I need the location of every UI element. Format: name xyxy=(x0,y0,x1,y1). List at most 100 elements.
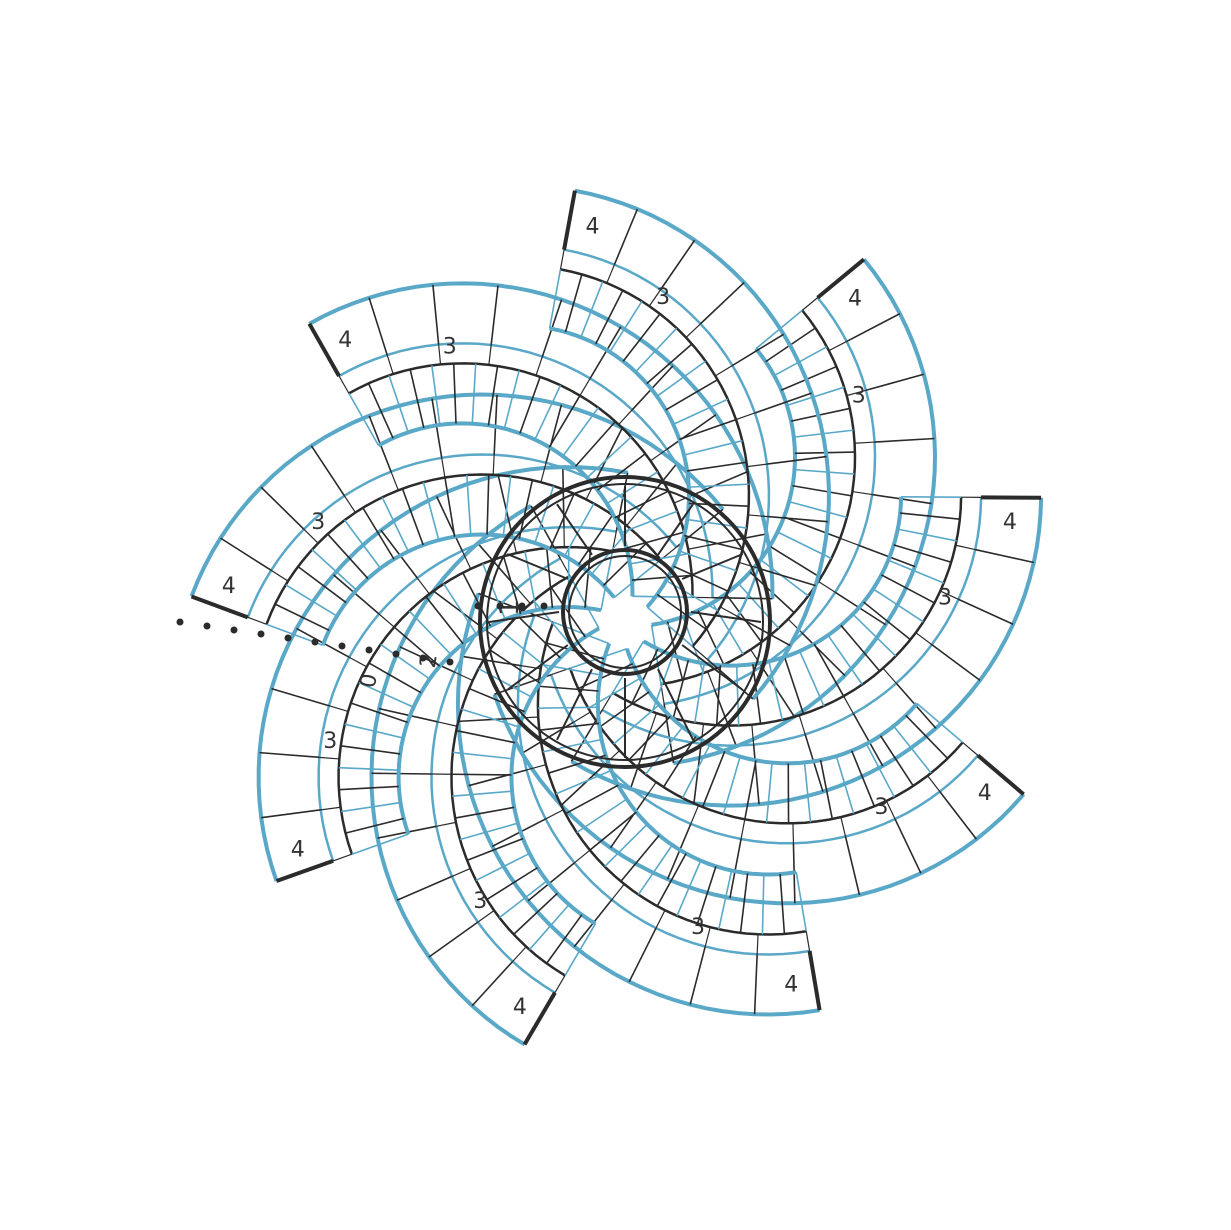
chain-connector xyxy=(757,934,758,954)
chain-connector xyxy=(333,854,352,861)
stitch-row4 xyxy=(469,770,527,786)
chain-dot xyxy=(258,631,265,638)
stitch-row3 xyxy=(762,874,763,934)
stitch-row4 xyxy=(271,689,329,706)
stitch-row3 xyxy=(445,478,455,537)
chain-connector xyxy=(715,365,732,375)
stitch-row3 xyxy=(789,502,847,518)
stitch-row3 xyxy=(795,470,855,474)
spiral-arm: 34 xyxy=(494,649,1023,904)
chain-dot xyxy=(497,603,504,610)
stitch-row3 xyxy=(767,763,772,823)
chain-connector xyxy=(806,931,809,951)
inner-ring-inner-line xyxy=(569,556,681,668)
arm-end-cap xyxy=(277,861,334,881)
stitch-row4 xyxy=(590,327,621,379)
chain-connector xyxy=(439,344,441,364)
stitch-row3 xyxy=(452,791,512,796)
stitch-row4 xyxy=(846,837,860,895)
chain-connector xyxy=(339,376,349,393)
chain-connector xyxy=(541,463,546,482)
stitch-row3 xyxy=(467,839,523,861)
chain-connector xyxy=(271,570,288,581)
stitch-row3 xyxy=(547,548,553,608)
row4-label: 4 xyxy=(978,781,992,806)
chain-dot xyxy=(541,603,548,610)
row3-label: 3 xyxy=(473,889,487,914)
stitch-row4 xyxy=(959,599,1014,624)
chain-connector xyxy=(855,442,875,443)
stitch-row4 xyxy=(614,209,637,264)
chain-dot xyxy=(366,647,373,654)
chain-connector xyxy=(248,617,267,624)
chain-connector xyxy=(818,581,835,592)
chain-connector xyxy=(799,715,805,734)
stitch-row4 xyxy=(895,819,921,873)
stitch-row4 xyxy=(940,792,977,840)
stitch-row3 xyxy=(341,746,400,754)
chain-connector xyxy=(612,884,624,900)
stitch-row4 xyxy=(311,446,344,496)
stitch-row3 xyxy=(504,370,519,428)
stitch-row3 xyxy=(409,611,451,654)
chain-connector xyxy=(560,250,564,270)
row3-label: 3 xyxy=(691,915,705,940)
chain-connector xyxy=(329,706,348,712)
row3-label: 3 xyxy=(323,729,337,754)
chain-connector xyxy=(436,822,456,826)
row3-label: 3 xyxy=(443,335,457,360)
chain-connector xyxy=(686,324,701,338)
stitch-row3 xyxy=(339,768,399,770)
chain-dot xyxy=(312,639,319,646)
stitch-row4 xyxy=(758,568,815,585)
stitch-row4 xyxy=(730,839,741,898)
stitch-row4 xyxy=(561,764,605,805)
stitch-row4 xyxy=(472,961,513,1005)
chain-connector xyxy=(489,345,491,365)
stitch-row4 xyxy=(755,954,758,1014)
row3-label: 3 xyxy=(656,285,670,310)
stitch-row4 xyxy=(629,928,656,982)
stitch-row4 xyxy=(458,718,518,721)
chain-dot xyxy=(475,603,482,610)
stitch-row4 xyxy=(260,753,320,758)
chain-connector xyxy=(852,492,872,495)
chain-dot xyxy=(285,635,292,642)
stitch-row3 xyxy=(673,660,688,718)
stitch-row4 xyxy=(221,538,272,570)
spiral-arm: 34 xyxy=(550,191,829,699)
chain-connector xyxy=(748,515,768,517)
row4-label: 4 xyxy=(513,995,527,1020)
stitch-row3 xyxy=(556,771,611,794)
stitch-row4 xyxy=(371,773,431,774)
chain-connector xyxy=(656,910,665,928)
chain-connector xyxy=(580,378,590,395)
chain-connector xyxy=(708,672,715,691)
chain-connector xyxy=(319,757,339,759)
stitch-row4 xyxy=(712,598,772,599)
chain-connector xyxy=(829,341,847,350)
stitch-row3 xyxy=(841,625,880,671)
row4-label: 4 xyxy=(848,286,862,311)
stitch-row3 xyxy=(349,393,379,445)
chain-connector xyxy=(573,712,590,722)
stitch-row3 xyxy=(451,774,511,775)
stitch-row4 xyxy=(853,714,882,766)
chain-connector xyxy=(442,458,445,478)
chain-connector xyxy=(691,805,699,823)
chain-connector xyxy=(607,265,615,283)
chain-connector xyxy=(391,472,398,491)
row4-label: 4 xyxy=(291,838,305,863)
chain-connector xyxy=(916,633,932,645)
chain-dot xyxy=(420,655,427,662)
chain-connector xyxy=(574,850,589,863)
chain-connector xyxy=(536,356,542,375)
chain-dot xyxy=(519,603,526,610)
stitch-row3 xyxy=(550,494,574,549)
row3-label: 3 xyxy=(852,384,866,409)
stitch-row4 xyxy=(369,298,387,355)
stitch-row3 xyxy=(684,441,742,455)
stitch-row3 xyxy=(456,731,515,743)
chain-connector xyxy=(493,455,494,475)
